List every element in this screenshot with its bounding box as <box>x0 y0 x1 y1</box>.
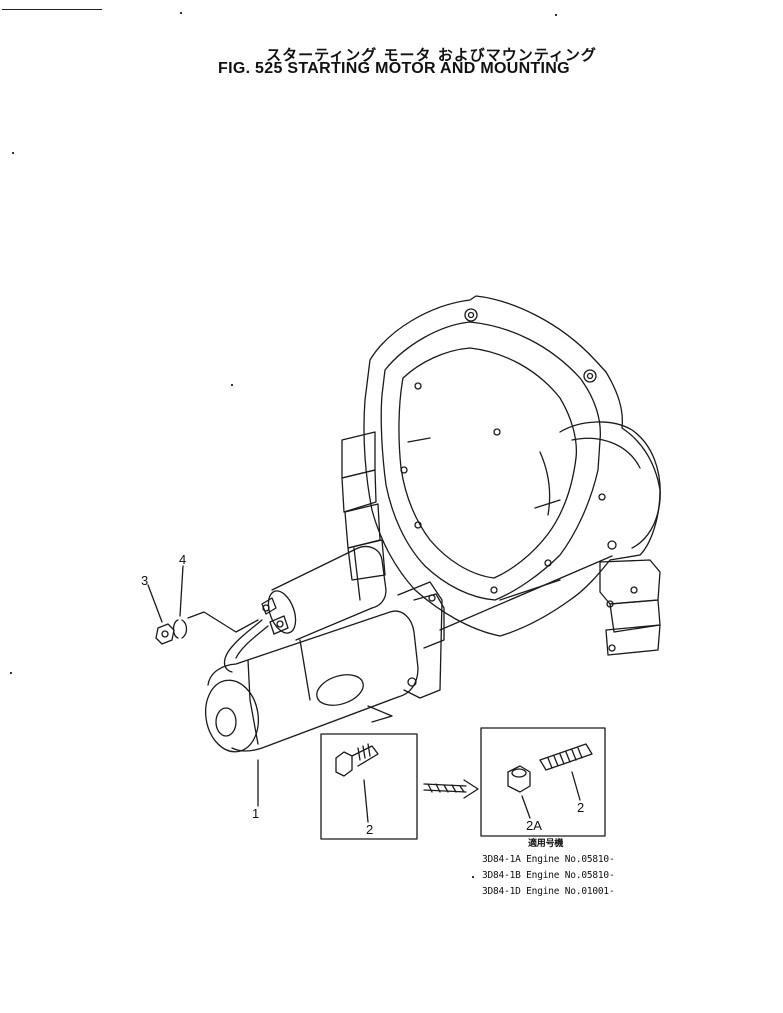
callout-2-bolt: 2 <box>366 822 374 837</box>
nut-part <box>155 623 175 645</box>
applicability-row: 3D84-1B Engine No.05810- <box>482 870 615 881</box>
starting-motor <box>204 545 445 753</box>
figure-title-english: FIG. 525 STARTING MOTOR AND MOUNTING <box>218 60 570 77</box>
mount-leader-line <box>439 555 613 631</box>
scan-speck <box>12 152 14 154</box>
scan-speck <box>555 14 557 16</box>
callout-2-stud: 2 <box>577 800 585 815</box>
callout-1: 1 <box>252 806 260 821</box>
applicability-row: 3D84-1A Engine No.05810- <box>482 854 615 865</box>
scan-speck <box>472 876 474 878</box>
applicability-table: 適用号機 3D84-1A Engine No.05810- 3D84-1B En… <box>482 836 615 900</box>
wire-leader-line <box>187 611 259 633</box>
scan-speck <box>10 672 12 674</box>
callout-2a: 2A <box>526 818 542 833</box>
callout-3: 3 <box>141 573 149 588</box>
bolt-leader-line <box>367 705 393 723</box>
flywheel-housing <box>341 295 661 656</box>
figure-title-japanese: スターティング モータ およびマウンティング <box>266 46 597 64</box>
callout-4: 4 <box>179 552 187 567</box>
replacement-arrow <box>423 779 479 799</box>
stud-nut-inset-frame <box>480 727 606 837</box>
washer-part <box>172 619 188 639</box>
scan-speck <box>180 12 182 14</box>
leader-3 <box>147 584 163 623</box>
corner-rule <box>2 9 102 10</box>
scan-speck <box>231 384 233 386</box>
bolt-inset-frame <box>320 733 418 840</box>
applicability-header: 適用号機 <box>528 839 564 849</box>
leader-4 <box>179 565 184 617</box>
applicability-row: 3D84-1D Engine No.01001- <box>482 886 615 897</box>
